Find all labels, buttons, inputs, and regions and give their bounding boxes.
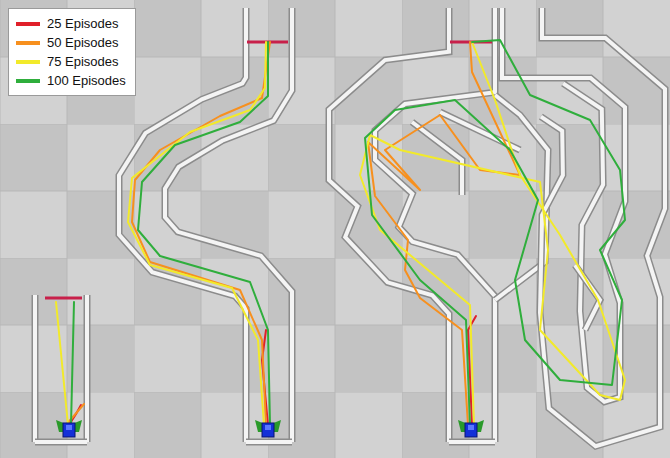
legend-entry: 50 Episodes	[16, 33, 126, 52]
robot-trajectory	[138, 42, 270, 425]
track-wall	[85, 295, 89, 442]
robot-trajectory	[360, 42, 625, 425]
legend-label: 25 Episodes	[47, 16, 119, 31]
track-wall	[165, 8, 292, 442]
legend-label: 50 Episodes	[47, 35, 119, 50]
track-wall	[329, 8, 449, 442]
robot-trajectory	[365, 40, 625, 425]
track-wall	[502, 8, 625, 402]
track-wall	[33, 295, 37, 442]
legend-swatch	[16, 41, 40, 45]
legend-swatch	[16, 60, 40, 64]
legend-entry: 100 Episodes	[16, 71, 126, 90]
legend-label: 100 Episodes	[47, 73, 126, 88]
legend-entry: 25 Episodes	[16, 14, 126, 33]
track-wall	[449, 439, 495, 446]
track-wall	[540, 8, 665, 446]
track-wall	[375, 8, 495, 442]
track-wall	[32, 295, 39, 442]
track-wall	[449, 440, 495, 444]
legend-swatch	[16, 22, 40, 26]
track-wall	[375, 8, 495, 442]
robot-trajectory	[56, 302, 68, 425]
track-wall	[246, 440, 292, 444]
track-wall	[35, 439, 87, 446]
legend-entry: 75 Episodes	[16, 52, 126, 71]
track-wall	[540, 8, 665, 446]
robot-trajectory	[368, 42, 520, 425]
track-wall	[165, 8, 292, 442]
track-wall	[246, 439, 292, 446]
legend-label: 75 Episodes	[47, 54, 119, 69]
track-wall	[35, 440, 87, 444]
legend-swatch	[16, 79, 40, 83]
robot-trajectory	[71, 302, 74, 425]
track-wall	[84, 295, 91, 442]
legend: 25 Episodes 50 Episodes 75 Episodes 100 Epi…	[8, 8, 136, 96]
track-wall	[502, 8, 625, 402]
track-wall	[329, 8, 449, 442]
robot-trajectory	[132, 42, 270, 425]
robot-trajectory	[128, 42, 266, 425]
